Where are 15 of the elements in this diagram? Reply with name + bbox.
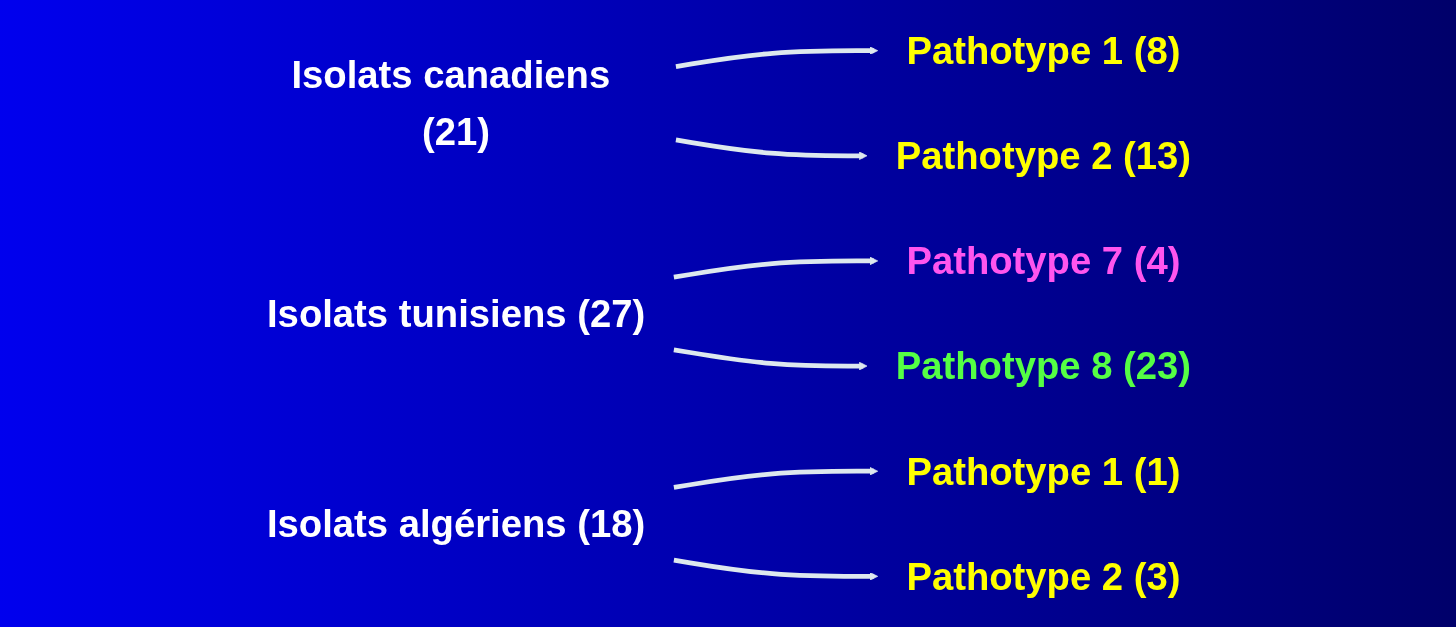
node-text: Isolats canadiens (21) — [291, 53, 611, 153]
node-text: Pathotype 1 (1) — [906, 450, 1181, 493]
arrow — [675, 137, 868, 160]
node-text: Pathotype 2 (13) — [895, 134, 1192, 177]
node-text: Pathotype 8 (23) — [895, 345, 1192, 388]
arrow — [673, 347, 868, 371]
arrow — [673, 256, 879, 280]
arrow — [673, 467, 879, 490]
node-text: Pathotype 1 (8) — [906, 29, 1181, 72]
arrow — [675, 46, 879, 69]
arrow — [673, 557, 879, 581]
node-text: Pathotype 2 (3) — [906, 555, 1181, 598]
node-text: Isolats tunisiens (27) — [267, 292, 646, 335]
node-text: Isolats algériens (18) — [266, 502, 646, 545]
node-text: Pathotype 7 (4) — [906, 239, 1181, 282]
